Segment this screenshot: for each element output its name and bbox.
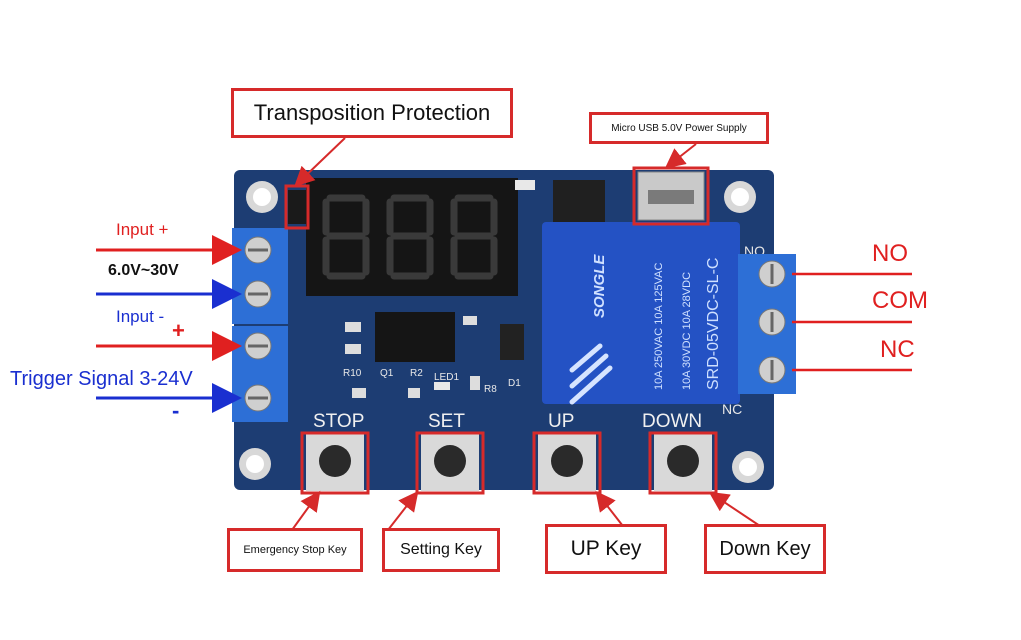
set-button	[415, 431, 485, 495]
callout-set-text: Setting Key	[400, 541, 482, 558]
label-q1: Q1	[380, 368, 394, 379]
up-button	[532, 431, 602, 495]
input-terminal	[232, 228, 288, 324]
board-label-down: DOWN	[642, 411, 702, 432]
label-trigger-signal: Trigger Signal 3-24V	[10, 368, 193, 390]
callout-usb-power: Micro USB 5.0V Power Supply	[589, 112, 769, 144]
tactile-buttons	[300, 431, 718, 495]
label-led1: LED1	[434, 372, 459, 383]
label-trigger-plus: +	[172, 318, 185, 343]
components	[288, 180, 605, 398]
leader-set	[387, 490, 419, 531]
callout-stop-text: Emergency Stop Key	[243, 544, 347, 556]
output-terminal	[738, 254, 796, 394]
label-input-minus: Input -	[116, 307, 165, 326]
board-label-set: SET	[428, 411, 465, 432]
leader-transposition	[294, 137, 346, 187]
callout-down-key: Down Key	[704, 524, 826, 574]
board-label-up: UP	[548, 411, 574, 432]
label-nc: NC	[880, 336, 915, 363]
relay-rating-2: 10A 30VDC 10A 28VDC	[681, 272, 693, 390]
relay-model: SRD-05VDC-SL-C	[705, 258, 722, 390]
label-r2: R2	[410, 368, 423, 379]
label-com: COM	[872, 287, 928, 314]
callout-down-text: Down Key	[719, 537, 811, 560]
stop-button	[300, 431, 370, 495]
label-voltage-range: 6.0V~30V	[108, 262, 179, 279]
callout-up-key: UP Key	[545, 524, 667, 574]
relay-rating-1: 10A 250VAC 10A 125VAC	[653, 263, 665, 390]
seven-segment-display	[306, 178, 518, 296]
callout-emergency-stop: Emergency Stop Key	[227, 528, 363, 572]
leader-usb	[664, 143, 697, 169]
relay-brand: SONGLE	[591, 254, 608, 318]
label-input-plus: Input +	[116, 220, 169, 239]
board-label-stop: STOP	[313, 411, 364, 432]
leader-stop	[291, 490, 321, 531]
label-no: NO	[872, 240, 908, 267]
label-d1: D1	[508, 378, 521, 389]
label-r10: R10	[343, 368, 362, 379]
label-trigger-minus: -	[172, 398, 180, 423]
label-r8: R8	[484, 384, 497, 395]
down-button	[648, 431, 718, 495]
callout-transposition-text: Transposition Protection	[253, 100, 491, 125]
relay-nc-label: NC	[722, 401, 742, 417]
trigger-terminal	[232, 326, 288, 422]
callout-transposition-protection: Transposition Protection	[231, 88, 513, 138]
callout-usb-text: Micro USB 5.0V Power Supply	[611, 122, 747, 134]
callout-up-text: UP Key	[570, 537, 642, 560]
mounting-holes	[239, 181, 764, 483]
callout-setting-key: Setting Key	[382, 528, 500, 572]
relay: SONGLE SRD-05VDC-SL-C 10A 250VAC 10A 125…	[542, 222, 740, 405]
